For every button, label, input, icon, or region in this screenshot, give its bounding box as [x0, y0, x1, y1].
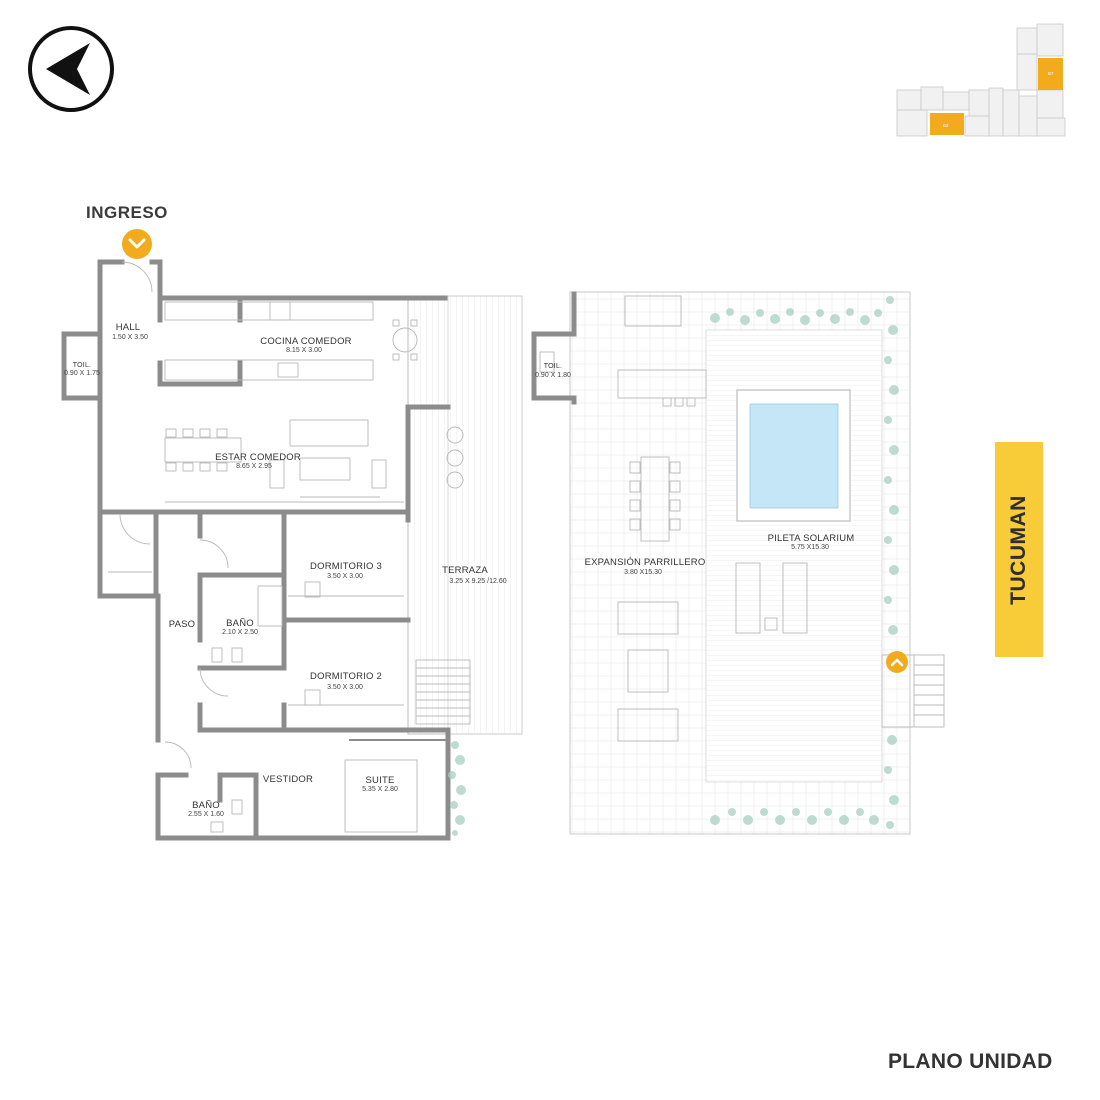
pool-water	[749, 403, 839, 509]
planters-right	[710, 296, 899, 829]
room-hall-name: HALL	[115, 322, 141, 333]
room-dorm3-dim: 3.50 X 3.00	[327, 573, 363, 580]
room-estar-name: ESTAR COMEDOR	[215, 452, 301, 463]
room-dorm2-name: DORMITORIO 2	[310, 671, 382, 682]
entrance-label: INGRESO	[86, 203, 168, 222]
room-bano1-dim: 2.10 X 2.50	[222, 629, 258, 636]
room-hall-dim: 1.50 X 3.50	[112, 334, 148, 341]
keyplan-unit-b7	[1038, 58, 1063, 90]
room-suite-dim: 5.35 X 2.80	[362, 786, 398, 793]
room-parrillero-dim: 3.80 X15.30	[624, 569, 662, 576]
pool-edge	[736, 389, 851, 522]
solarium-deck	[705, 329, 883, 783]
keyplan-unit-b2	[930, 113, 964, 135]
room-toil2-dim: 0.90 X 1.80	[535, 372, 571, 379]
room-bano2-dim: 2.55 X 1.60	[188, 811, 224, 818]
room-dorm3-name: DORMITORIO 3	[310, 561, 382, 572]
room-pileta-name: PILETA SOLARIUM	[767, 533, 855, 544]
room-parrillero-name: EXPANSIÓN PARRILLERO	[584, 557, 706, 568]
room-dorm2-dim: 3.50 X 3.00	[327, 684, 363, 691]
chevron-up-icon	[886, 651, 908, 673]
room-bano1-name: BAÑO	[226, 618, 254, 629]
room-bano2-name: BAÑO	[192, 800, 220, 811]
room-pileta-dim: 5.75 X15.30	[791, 544, 829, 551]
room-toil1-name: TOIL.	[72, 362, 92, 369]
room-terraza-name: TERRAZA	[442, 565, 488, 576]
room-suite-name: SUITE	[365, 775, 395, 786]
keyplan-b7-label: B7	[1048, 71, 1054, 76]
street-sign: TUCUMAN	[995, 442, 1043, 657]
terrace-deck	[407, 295, 523, 735]
walls	[61, 259, 451, 841]
street-name: TUCUMAN	[1007, 494, 1030, 605]
planter-left	[448, 741, 466, 836]
room-vestidor-name: VESTIDOR	[262, 774, 314, 785]
keyplan-b2-label: B2	[943, 123, 949, 128]
chevron-down-icon	[122, 229, 152, 259]
room-cocina-name: COCINA COMEDOR	[260, 336, 352, 347]
room-toil2-name: TOIL.	[543, 363, 563, 370]
room-terraza-dim: 3.25 X 9.25 /12.60	[449, 578, 507, 585]
room-paso-name: PASO	[168, 619, 196, 630]
room-toil1-dim: 0.90 X 1.75	[64, 370, 100, 377]
room-cocina-dim: 8.15 X 3.00	[286, 347, 322, 354]
plan-title: PLANO UNIDAD	[888, 1050, 1053, 1073]
room-estar-dim: 8.65 X 2.95	[236, 463, 272, 470]
